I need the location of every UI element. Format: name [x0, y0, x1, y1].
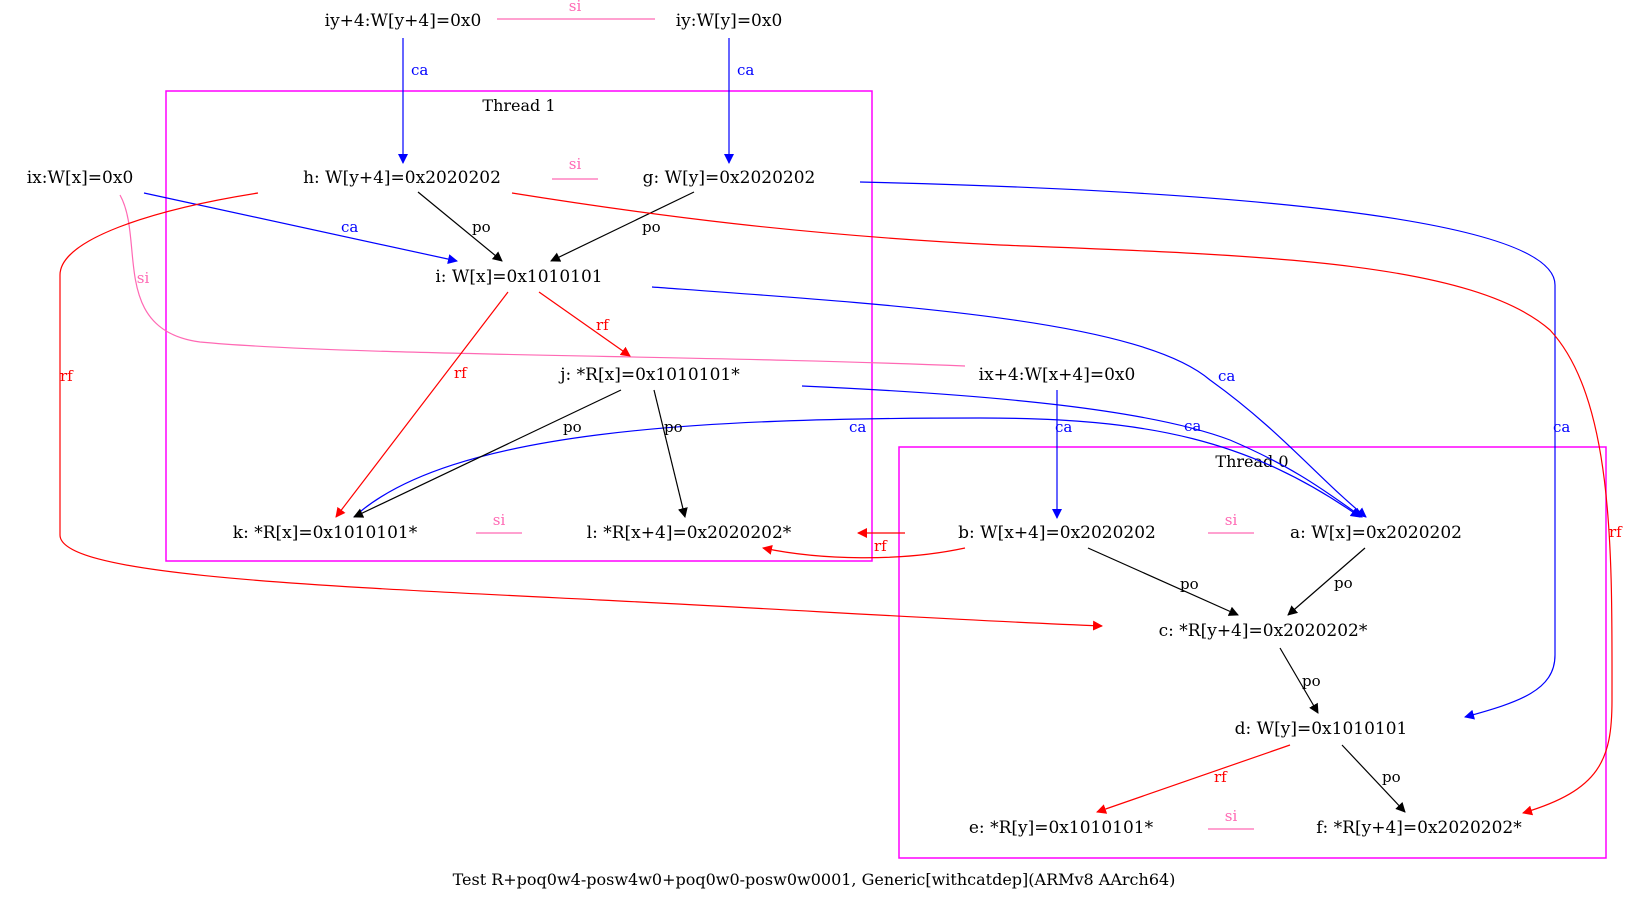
thread0-cluster [898, 446, 1607, 859]
po-label-c-d: po [1302, 672, 1321, 690]
po-label-h-i: po [472, 218, 491, 236]
si-label-k-l: si [493, 511, 506, 529]
ca-label-ix-i: ca [341, 218, 358, 236]
po-edge-j-k [353, 389, 622, 518]
node-iy4: iy+4:W[y+4]=0x0 [325, 11, 482, 31]
node-e: e: *R[y]=0x1010101* [969, 818, 1154, 838]
ca-label-g-d: ca [1553, 418, 1570, 436]
ca-edge-j-a [801, 385, 1363, 518]
node-ix: ix:W[x]=0x0 [27, 168, 134, 188]
thread1-label: Thread 1 [482, 96, 555, 115]
node-ix4: ix+4:W[x+4]=0x0 [979, 365, 1136, 385]
ca-edge-ix-i [143, 192, 458, 264]
po-edge-d-f [1341, 744, 1406, 813]
po-edge-b-c [1087, 547, 1239, 616]
ca-label-k-a: ca [849, 418, 866, 436]
rf-label-b-l: rf [874, 537, 888, 555]
rf-edge-i-j [538, 291, 631, 357]
si-label-h-g: si [569, 155, 582, 173]
po-label-j-k: po [563, 418, 582, 436]
rf-edge-i-k [335, 291, 509, 518]
si-label-b-a: si [1225, 511, 1238, 529]
thread0-label: Thread 0 [1215, 452, 1288, 471]
graph-caption: Test R+poq0w4-posw4w0+poq0w0-posw0w0001,… [453, 870, 1176, 889]
si-label-ix-ix4: si [137, 269, 150, 287]
ca-edge-g-d [859, 181, 1556, 720]
po-edge-g-i [550, 191, 695, 262]
rf-label-d-e: rf [1214, 768, 1228, 786]
rf-edge-h-f [511, 192, 1613, 816]
node-c: c: *R[y+4]=0x2020202* [1159, 621, 1368, 641]
ca-label-i-a: ca [1218, 367, 1235, 385]
rf-label-i-k: rf [454, 364, 468, 382]
node-h: h: W[y+4]=0x2020202 [303, 168, 501, 188]
node-j: j: *R[x]=0x1010101* [558, 365, 740, 385]
node-k: k: *R[x]=0x1010101* [233, 523, 418, 543]
po-label-g-i: po [642, 218, 661, 236]
thread1-cluster [165, 90, 873, 562]
node-f: f: *R[y+4]=0x2020202* [1316, 818, 1522, 838]
node-a: a: W[x]=0x2020202 [1290, 523, 1462, 543]
po-edge-a-c [1287, 547, 1366, 616]
si-label-e-f: si [1225, 807, 1238, 825]
po-label-d-f: po [1382, 768, 1401, 786]
po-edge-h-i [417, 191, 503, 262]
node-iy: iy:W[y]=0x0 [676, 11, 783, 31]
ca-label-ix4-b: ca [1055, 418, 1072, 436]
rf-edge-ix-c [59, 192, 1103, 631]
po-label-b-c: po [1180, 575, 1199, 593]
node-l: l: *R[x+4]=0x2020202* [587, 523, 792, 543]
ca-label-iy4-h: ca [411, 61, 428, 79]
ca-label-iy-g: ca [737, 61, 754, 79]
si-label-iy4-iy: si [569, 0, 582, 15]
rf-edge-b-l [762, 544, 966, 559]
node-b: b: W[x+4]=0x2020202 [958, 523, 1156, 543]
si-edge-ix-ix4 [119, 194, 966, 367]
ca-edge-k-a [353, 417, 1361, 518]
po-label-a-c: po [1334, 574, 1353, 592]
ca-edge-i-a [651, 286, 1367, 518]
po-edge-c-d [1279, 647, 1319, 714]
node-i: i: W[x]=0x1010101 [435, 267, 602, 287]
rf-label-ix-c: rf [60, 367, 74, 385]
rf-edge-d-e [1096, 744, 1291, 814]
node-g: g: W[y]=0x2020202 [643, 168, 816, 188]
rf-label-i-j: rf [596, 316, 610, 334]
rf-label-h-f: rf [1609, 523, 1623, 541]
node-d: d: W[y]=0x1010101 [1235, 719, 1408, 739]
po-label-j-l: po [664, 418, 683, 436]
ca-label-j-a: ca [1184, 417, 1201, 435]
po-edge-j-l [653, 389, 688, 518]
